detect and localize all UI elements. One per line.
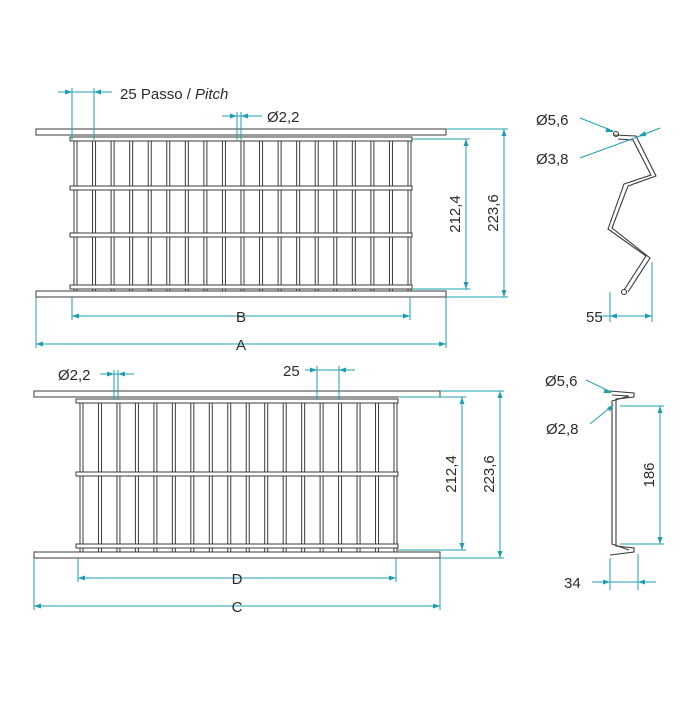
- top-profile-wire: [611, 134, 657, 293]
- bottom-height-dimensions: 212,4 223,6: [398, 390, 504, 559]
- dim-b-label: B: [236, 309, 246, 326]
- bottom-pitch-dimension: 25: [283, 363, 355, 400]
- bottom-width-dimensions: D C: [33, 558, 441, 616]
- top-profile-diameter-small-label: Ø3,8: [536, 151, 569, 168]
- top-height-dimensions: 212,4 223,6: [412, 128, 508, 298]
- top-profile-view: Ø5,6 Ø3,8 55: [536, 112, 661, 326]
- bottom-grid-lower-rail: [33, 551, 441, 559]
- bottom-profile-depth-label: 34: [564, 575, 581, 592]
- bottom-outer-height-label: 223,6: [481, 455, 498, 493]
- bottom-profile-view: Ø5,6 Ø2,8 186 34: [545, 373, 664, 592]
- bottom-wire-diameter-label: Ø2,2: [58, 367, 91, 384]
- bottom-grid-view: [33, 390, 441, 559]
- top-profile-diameter-large-label: Ø5,6: [536, 112, 569, 129]
- top-pitch-dimension: 25 Passo / Pitch: [58, 86, 228, 140]
- top-grid-lower-rail: [35, 290, 447, 298]
- top-profile-depth-label: 55: [586, 309, 603, 326]
- bottom-profile-diameter-large-label: Ø5,6: [545, 373, 578, 390]
- top-grid-cross-wire: [69, 232, 413, 238]
- top-wire-diameter-dimension: Ø2,2: [222, 109, 300, 140]
- dim-a-label: A: [236, 337, 246, 354]
- bottom-grid-cross-wire: [75, 471, 399, 477]
- top-profile-bottom-circle: [620, 288, 628, 296]
- bottom-grid-cross-wire: [75, 543, 399, 549]
- bottom-grid-cross-wires: [75, 398, 399, 549]
- top-pitch-label: 25 Passo / Pitch: [120, 86, 228, 103]
- bottom-profile-diameter-small-label: Ø2,8: [546, 421, 579, 438]
- top-grid-cross-wire: [69, 185, 413, 191]
- top-grid-view: [35, 128, 447, 298]
- bottom-profile-wire-inner: [611, 394, 630, 551]
- bottom-profile-wire: [609, 390, 635, 556]
- bottom-grid-upper-rail: [33, 390, 441, 398]
- bottom-grid-cross-wire: [75, 398, 399, 404]
- top-inner-height-label: 212,4: [447, 195, 464, 233]
- top-grid-vertical-wires: [73, 137, 412, 291]
- bottom-pitch-label: 25: [283, 363, 300, 380]
- bottom-profile-height-label: 186: [641, 462, 658, 487]
- dim-c-label: C: [232, 599, 243, 616]
- top-profile-wire-inner: [607, 138, 652, 291]
- top-width-dimensions: B A: [35, 297, 447, 354]
- top-wire-diameter-label: Ø2,2: [267, 109, 300, 126]
- dim-d-label: D: [232, 571, 243, 588]
- top-profile-end-circle: [612, 130, 620, 138]
- top-outer-height-label: 223,6: [485, 194, 502, 232]
- bottom-inner-height-label: 212,4: [443, 455, 460, 493]
- top-grid-cross-wire: [69, 284, 413, 290]
- bottom-wire-diameter-dimension: Ø2,2: [58, 367, 134, 400]
